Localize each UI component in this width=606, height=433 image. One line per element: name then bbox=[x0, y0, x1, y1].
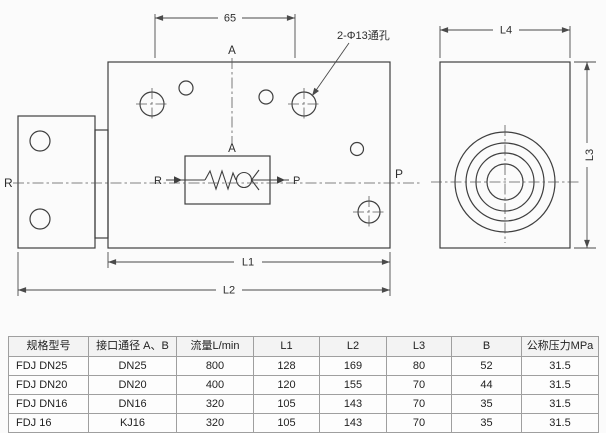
table-row: FDJ DN25 DN25 800 128 169 80 52 31.5 bbox=[8, 356, 599, 376]
table-cell: KJ16 bbox=[88, 413, 177, 433]
dim-l3-label: L3 bbox=[584, 149, 596, 161]
table-cell: 70 bbox=[386, 394, 452, 414]
spec-table: 规格型号 接口通径 A、B 流量L/min L1 L2 L3 B 公称压力MPa… bbox=[8, 336, 599, 433]
table-cell: 400 bbox=[176, 375, 254, 395]
table-cell: FDJ DN16 bbox=[8, 394, 89, 414]
table-cell: 320 bbox=[176, 413, 254, 433]
table-cell: 70 bbox=[386, 375, 452, 395]
holes-leader-line bbox=[311, 42, 350, 97]
table-cell: 169 bbox=[319, 356, 387, 376]
dimension-l3 bbox=[574, 61, 596, 249]
table-row: FDJ DN20 DN20 400 120 155 70 44 31.5 bbox=[8, 375, 599, 395]
section-label-a-top: A bbox=[228, 45, 236, 57]
port-p-outer-label: P bbox=[395, 167, 403, 181]
table-cell: 52 bbox=[451, 356, 522, 376]
port-r-outer-label: R bbox=[4, 176, 13, 190]
table-cell: 155 bbox=[319, 375, 387, 395]
table-cell: DN16 bbox=[88, 394, 177, 414]
table-cell: 31.5 bbox=[521, 356, 599, 376]
table-cell: 105 bbox=[253, 413, 320, 433]
col-header-l1: L1 bbox=[253, 336, 320, 357]
table-cell: 320 bbox=[176, 394, 254, 414]
check-valve-symbol bbox=[166, 169, 289, 191]
flow-arrow-icon bbox=[277, 176, 285, 184]
table-cell: 31.5 bbox=[521, 375, 599, 395]
table-row: FDJ 16 KJ16 320 105 143 70 35 31.5 bbox=[8, 413, 599, 433]
port-r-inner-label: R bbox=[154, 175, 162, 187]
front-view bbox=[17, 61, 391, 249]
col-header-pressure: 公称压力MPa bbox=[521, 336, 599, 357]
table-cell: 105 bbox=[253, 394, 320, 414]
technical-drawing: 65 2-Φ13通孔 A A R R P P L1 L2 L4 L3 bbox=[4, 13, 596, 297]
col-header-flow: 流量L/min bbox=[176, 336, 254, 357]
table-cell: 44 bbox=[451, 375, 522, 395]
centerlines bbox=[13, 58, 579, 243]
col-header-l3: L3 bbox=[386, 336, 452, 357]
table-cell: FDJ 16 bbox=[8, 413, 89, 433]
table-row: FDJ DN16 DN16 320 105 143 70 35 31.5 bbox=[8, 394, 599, 414]
dimension-l4 bbox=[439, 26, 571, 58]
table-cell: FDJ DN25 bbox=[8, 356, 89, 376]
table-cell: 31.5 bbox=[521, 394, 599, 414]
table-cell: 120 bbox=[253, 375, 320, 395]
table-cell: 35 bbox=[451, 413, 522, 433]
section-label-a-bottom: A bbox=[228, 143, 236, 155]
dim-65-label: 65 bbox=[224, 13, 236, 25]
col-header-port: 接口通径 A、B bbox=[88, 336, 177, 357]
table-cell: 800 bbox=[176, 356, 254, 376]
table-cell: 128 bbox=[253, 356, 320, 376]
dim-l2-label: L2 bbox=[223, 285, 235, 297]
table-cell: 80 bbox=[386, 356, 452, 376]
table-cell: 143 bbox=[319, 413, 387, 433]
drawing-canvas: 65 2-Φ13通孔 A A R R P P L1 L2 L4 L3 bbox=[4, 13, 596, 297]
dimension-l1 bbox=[107, 252, 391, 296]
valve-drawing-page: 65 2-Φ13通孔 A A R R P P L1 L2 L4 L3 规格型号 … bbox=[4, 13, 599, 433]
dimension-l2 bbox=[17, 252, 390, 296]
table-header-row: 规格型号 接口通径 A、B 流量L/min L1 L2 L3 B 公称压力MPa bbox=[8, 336, 599, 357]
table-cell: 35 bbox=[451, 394, 522, 414]
table-cell: 143 bbox=[319, 394, 387, 414]
table-cell: 31.5 bbox=[521, 413, 599, 433]
table-cell: DN20 bbox=[88, 375, 177, 395]
col-header-model: 规格型号 bbox=[8, 336, 89, 357]
table-cell: FDJ DN20 bbox=[8, 375, 89, 395]
port-p-inner-label: P bbox=[293, 175, 300, 187]
flow-arrow-icon bbox=[174, 176, 182, 184]
col-header-b: B bbox=[451, 336, 522, 357]
dim-l4-label: L4 bbox=[500, 25, 512, 37]
dim-l1-label: L1 bbox=[242, 257, 254, 269]
col-header-l2: L2 bbox=[319, 336, 387, 357]
table-cell: DN25 bbox=[88, 356, 177, 376]
table-cell: 70 bbox=[386, 413, 452, 433]
holes-note-label: 2-Φ13通孔 bbox=[337, 29, 390, 42]
dimension-65 bbox=[154, 14, 296, 58]
